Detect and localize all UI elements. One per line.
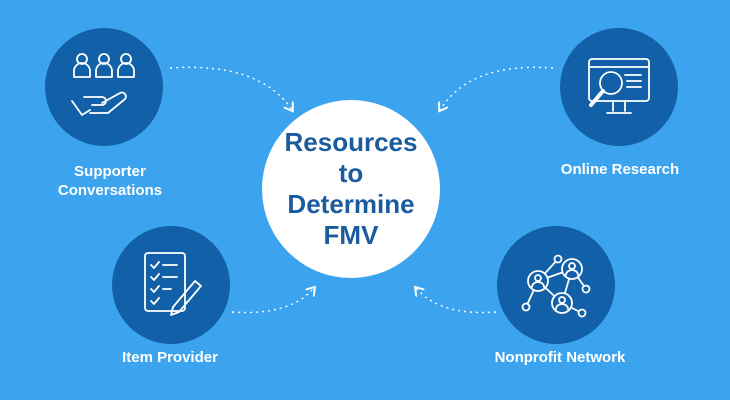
node-nonprofit-network [497,226,615,344]
monitor-search-icon [588,58,650,114]
center-circle: Resources to Determine FMV [262,100,440,278]
node-label-line: Nonprofit Network [494,349,626,366]
network-people-icon [521,254,591,318]
node-label-supporter-conversations: Supporter Conversations [40,162,180,200]
center-title-line: Determine [287,189,415,219]
connector-online [440,66,554,110]
node-label-online-research: Online Research [540,160,700,179]
center-title-line: FMV [323,220,379,250]
connector-item [231,288,314,314]
people-hand-icon [71,53,135,116]
node-label-line: Online Research [560,161,680,178]
connector-supporter [169,66,292,110]
center-title-line: Resources to [284,127,418,188]
connector-nonprofit [416,288,497,314]
checklist-pen-icon [144,252,202,316]
node-item-provider [112,226,230,344]
node-label-line: Conversations [57,182,163,199]
node-supporter-conversations [45,28,163,146]
node-label-line: Supporter [74,163,146,180]
node-label-item-provider: Item Provider [100,348,240,367]
node-online-research [560,28,678,146]
node-label-nonprofit-network: Nonprofit Network [470,348,650,367]
node-label-line: Item Provider [122,349,218,366]
center-title: Resources to Determine FMV [271,127,431,251]
